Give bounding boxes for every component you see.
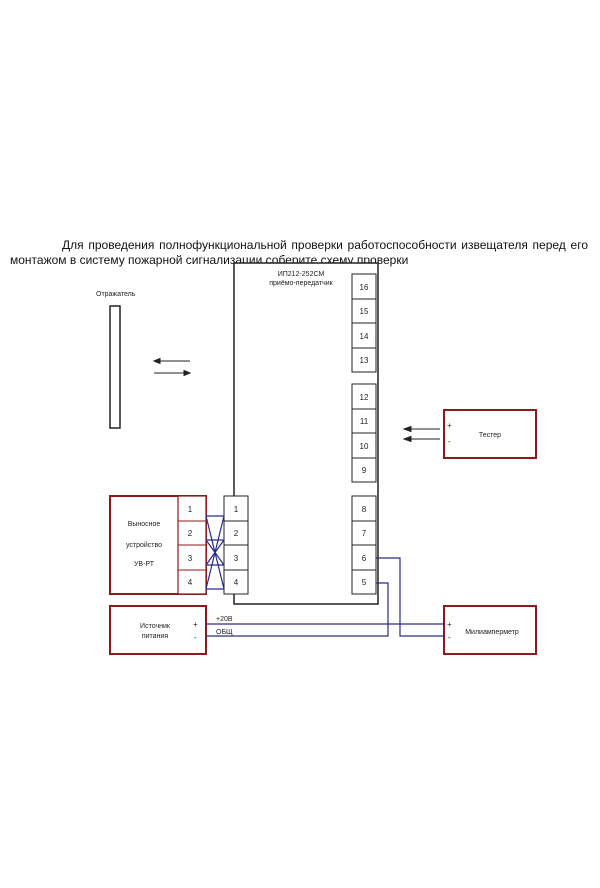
remote-terminal-4: 4: [188, 578, 193, 587]
main-terminal-11: 11: [360, 417, 369, 426]
main-terminal-14: 14: [360, 332, 369, 341]
milliammeter-minus: -: [448, 633, 451, 642]
main-terminal-12: 12: [360, 393, 369, 402]
terminal-block-16-13: 16 15 14 13: [351, 273, 377, 373]
power-minus: -: [194, 633, 197, 642]
main-terminal-15: 15: [360, 307, 369, 316]
main-terminal-10: 10: [360, 442, 369, 451]
main-terminal-1: 1: [234, 505, 239, 514]
terminal-block-1-4: 1 2 3 4: [223, 495, 249, 595]
tester-minus: -: [448, 437, 451, 446]
remote-device-line3: УВ-РТ: [134, 561, 155, 568]
remote-device: Выносное устройство УВ-РТ 1 2 3 4: [109, 495, 207, 595]
main-terminal-7: 7: [362, 529, 367, 538]
reflector-label: Отражатель: [96, 291, 136, 298]
main-terminal-8: 8: [362, 505, 367, 514]
power-source-line2: питания: [142, 633, 168, 640]
power-source: Источник питания + -: [109, 605, 207, 655]
remote-terminal-1: 1: [188, 505, 193, 514]
main-terminal-13: 13: [360, 356, 369, 365]
tester: Тестер + -: [443, 409, 537, 459]
remote-wires: [205, 515, 225, 590]
main-terminal-6: 6: [362, 554, 367, 563]
milliammeter-plus: +: [447, 620, 452, 629]
remote-terminal-3: 3: [188, 554, 193, 563]
main-terminal-4: 4: [234, 578, 239, 587]
milliammeter: Милиамперметр + -: [443, 605, 537, 655]
remote-device-line2: устройство: [126, 541, 162, 549]
beam-arrows: [152, 357, 192, 377]
power-source-line1: Источник: [140, 623, 171, 630]
remote-device-line1: Выносное: [128, 521, 161, 528]
tester-label: Тестер: [479, 432, 501, 439]
wire-label-plus20v: +20В: [216, 616, 233, 623]
milliammeter-label: Милиамперметр: [465, 629, 519, 636]
reflector: [109, 305, 121, 429]
main-terminal-2: 2: [234, 529, 239, 538]
main-unit-subtitle: приёмо-передатчик: [269, 280, 333, 287]
supply-wires: [206, 557, 444, 637]
remote-terminal-2: 2: [188, 529, 193, 538]
terminal-block-8-5: 8 7 6 5: [351, 495, 377, 595]
main-terminal-9: 9: [362, 466, 367, 475]
main-terminal-16: 16: [360, 283, 369, 292]
wire-label-common: ОБЩ: [216, 629, 233, 636]
main-terminal-5: 5: [362, 578, 367, 587]
power-plus: +: [193, 620, 198, 629]
tester-plus: +: [447, 421, 452, 430]
tester-arrows: [402, 425, 440, 443]
terminal-block-12-9: 12 11 10 9: [351, 383, 377, 483]
main-terminal-3: 3: [234, 554, 239, 563]
main-unit-title: ИП212-252СМ: [278, 271, 325, 278]
